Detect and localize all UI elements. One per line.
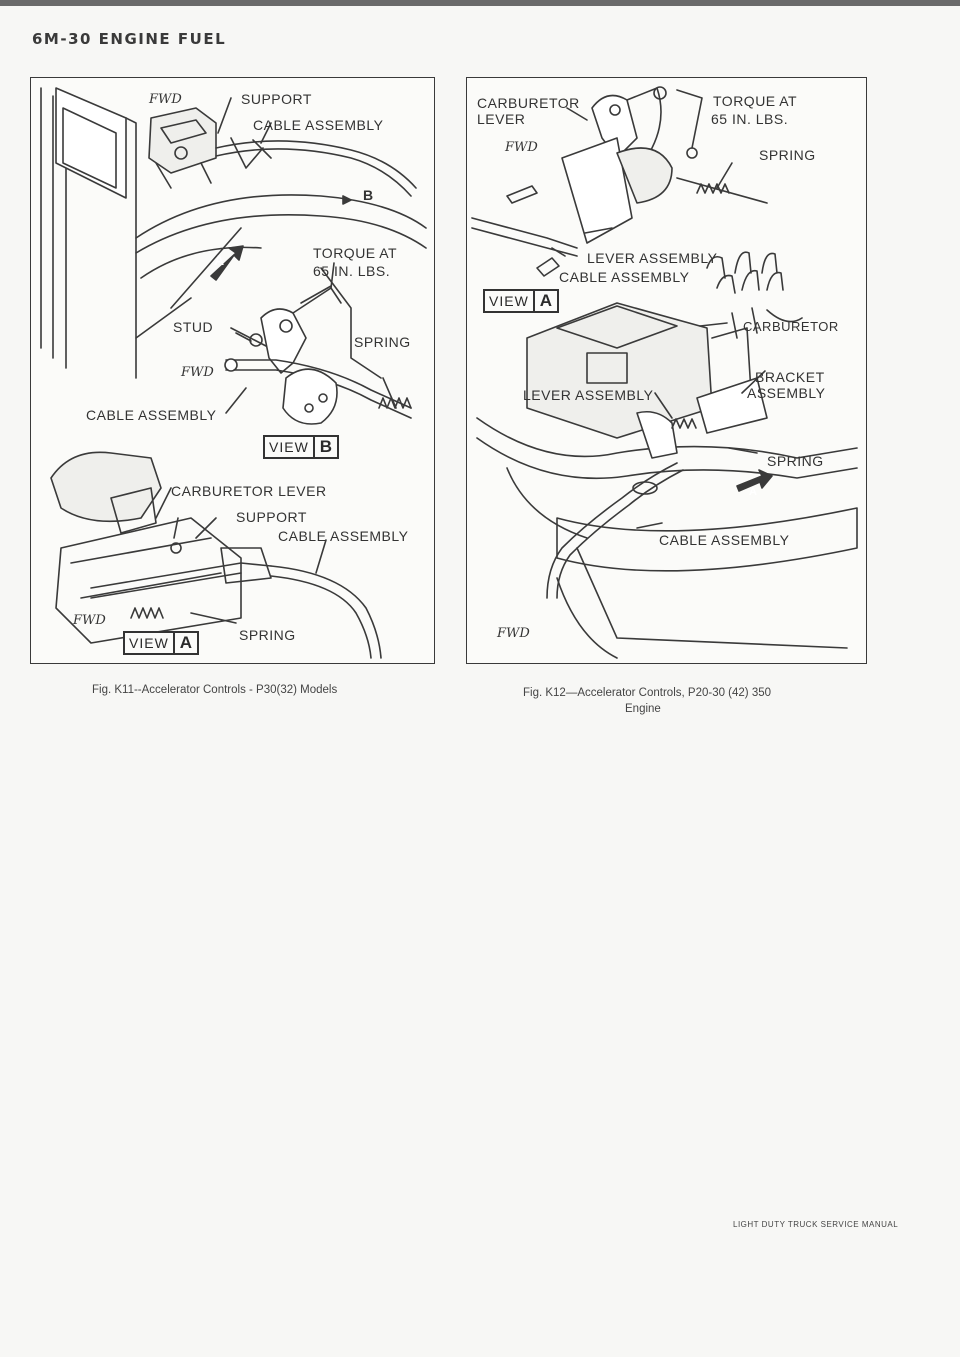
figure-k11: FWD SUPPORT CABLE ASSEMBLY B A TORQUE AT…	[30, 77, 435, 664]
label-carburetor-lever-line1: CARBURETOR	[477, 95, 580, 111]
label-carburetor: CARBURETOR	[743, 319, 839, 334]
label-carburetor-lever: CARBURETOR LEVER	[171, 483, 327, 499]
label-support-bottom: SUPPORT	[236, 509, 307, 525]
page-header: 6M-30 ENGINE FUEL	[32, 30, 227, 48]
view-b-letter: B	[319, 437, 333, 456]
label-spring-mid: SPRING	[354, 334, 411, 350]
label-torque-line2: 65 IN. LBS.	[313, 263, 391, 279]
label-spring-bottom: SPRING	[239, 627, 296, 643]
view-a-letter: A	[539, 291, 553, 310]
figure-k12-caption-line1: Fig. K12—Accelerator Controls, P20-30 (4…	[523, 687, 772, 699]
label-torque-line1: TORQUE AT	[313, 245, 398, 261]
view-a-word: VIEW	[125, 633, 175, 653]
figure-k12: CARBURETOR LEVER TORQUE AT 65 IN. LBS. F…	[466, 77, 867, 664]
label-lever-assembly-top: LEVER ASSEMBLY	[587, 250, 718, 266]
label-torque-line2: 65 IN. LBS.	[711, 111, 789, 127]
figure-k12-caption-line2: Engine	[625, 703, 661, 715]
figure-k12-illustration	[471, 86, 858, 659]
callout-a: A	[749, 486, 758, 498]
view-a-word: VIEW	[485, 291, 535, 311]
view-a-letter: A	[179, 633, 193, 652]
label-cable-assembly-top: CABLE ASSEMBLY	[253, 117, 384, 133]
view-a-tag: VIEW A	[483, 289, 560, 313]
label-bracket-line2: ASSEMBLY	[747, 385, 826, 401]
page-footer: LIGHT DUTY TRUCK SERVICE MANUAL	[733, 1220, 899, 1229]
view-b-word: VIEW	[265, 437, 315, 457]
label-spring-top: SPRING	[759, 147, 816, 163]
label-cable-assembly-top: CABLE ASSEMBLY	[559, 269, 690, 285]
fwd-label-bottom: FWD	[497, 626, 530, 641]
fwd-label-top: FWD	[505, 140, 538, 155]
fwd-label-mid: FWD	[181, 365, 214, 380]
figure-k11-illustration	[40, 87, 427, 659]
callout-a: A	[214, 252, 225, 268]
fwd-label-bottom: FWD	[73, 613, 106, 628]
view-b-tag: VIEW B	[263, 435, 340, 459]
label-spring-mid: SPRING	[767, 453, 824, 469]
figure-k11-caption: Fig. K11--Accelerator Controls - P30(32)…	[92, 684, 338, 696]
fwd-label-top: FWD	[149, 92, 182, 107]
label-carburetor-lever-line2: LEVER	[477, 111, 526, 127]
label-cable-assembly-bottom: CABLE ASSEMBLY	[278, 528, 409, 544]
figure-k12-caption: Fig. K12—Accelerator Controls, P20-30 (4…	[523, 685, 823, 717]
label-bracket-line1: BRACKET	[755, 369, 825, 385]
view-a-tag: VIEW A	[123, 631, 200, 655]
label-stud: STUD	[173, 319, 214, 335]
label-cable-assembly-mid: CABLE ASSEMBLY	[86, 407, 217, 423]
label-torque-line1: TORQUE AT	[713, 93, 798, 109]
label-lever-assembly-mid: LEVER ASSEMBLY	[523, 387, 654, 403]
page-top-rule	[0, 0, 960, 6]
label-cable-assembly-bottom: CABLE ASSEMBLY	[659, 532, 790, 548]
label-support-top: SUPPORT	[241, 91, 312, 107]
callout-b: B	[363, 187, 374, 203]
